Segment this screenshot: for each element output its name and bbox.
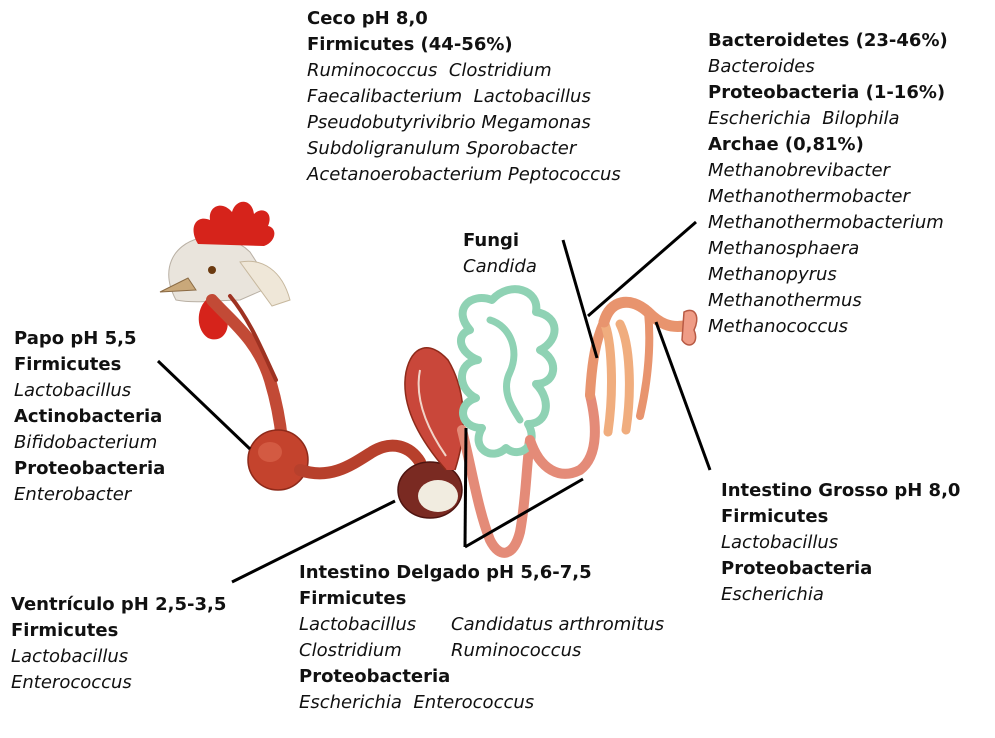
delgado-firmicutes: Firmicutes: [299, 586, 664, 612]
papo-enterobacter: Enterobacter: [14, 482, 165, 508]
grosso-escherichia: Escherichia: [721, 582, 960, 608]
intestino-delgado-label-block: Intestino Delgado pH 5,6-7,5 Firmicutes …: [299, 560, 664, 716]
genus-label: Acetanoerobacterium: [307, 164, 502, 185]
genus-label: Pseudobutyrivibrio: [307, 112, 476, 133]
papo-proteobacteria: Proteobacteria: [14, 456, 165, 482]
papo-title: Papo pH 5,5: [14, 326, 165, 352]
archae-genus: Methanothermobacter: [708, 184, 948, 210]
fungi-genus: Candida: [463, 254, 537, 280]
bacteroidetes-title: Bacteroidetes (23-46%): [708, 28, 948, 54]
papo-firmicutes: Firmicutes: [14, 352, 165, 378]
genus-label: Clostridium: [449, 60, 552, 81]
ventriculo-title: Ventrículo pH 2,5-3,5: [11, 592, 226, 618]
genus-label: Lactobacillus: [474, 86, 591, 107]
ceco-genera-row: Acetanoerobacterium Peptococcus: [307, 162, 621, 188]
ceco-right-label-block: Bacteroidetes (23-46%) Bacteroides Prote…: [708, 28, 948, 340]
leader-grosso: [656, 322, 710, 470]
proteobacteria-genera: Escherichia Bilophila: [708, 106, 948, 132]
papo-actinobacteria: Actinobacteria: [14, 404, 165, 430]
grosso-title: Intestino Grosso pH 8,0: [721, 478, 960, 504]
papo-label-block: Papo pH 5,5 Firmicutes Lactobacillus Act…: [14, 326, 165, 508]
genus-label: Megamonas: [481, 112, 590, 133]
papo-lactobacillus: Lactobacillus: [14, 378, 165, 404]
genus-label: Sporobacter: [466, 138, 576, 159]
ceco-genera-row: Faecalibacterium Lactobacillus: [307, 84, 621, 110]
ventriculo-enterococcus: Enterococcus: [11, 670, 226, 696]
ceco-genera-row: Pseudobutyrivibrio Megamonas: [307, 110, 621, 136]
leader-delgado-a: [465, 428, 466, 547]
ceco-phylum: Firmicutes (44-56%): [307, 32, 621, 58]
genus-label: Enterococcus: [413, 690, 534, 716]
grosso-firmicutes: Firmicutes: [721, 504, 960, 530]
archae-genus: Methanothermus: [708, 288, 948, 314]
genus-label: Subdoligranulum: [307, 138, 460, 159]
archae-title: Archae (0,81%): [708, 132, 948, 158]
papo-bifidobacterium: Bifidobacterium: [14, 430, 165, 456]
ceco-label-block: Ceco pH 8,0 Firmicutes (44-56%) Ruminoco…: [307, 6, 621, 188]
ceca: [590, 322, 604, 395]
archae-genus: Methanosphaera: [708, 236, 948, 262]
bacteroides-genus: Bacteroides: [708, 54, 948, 80]
leader-papo: [158, 361, 250, 449]
grosso-lactobacillus: Lactobacillus: [721, 530, 960, 556]
genus-label: Clostridium: [299, 638, 451, 664]
ventriculo-label-block: Ventrículo pH 2,5-3,5 Firmicutes Lactoba…: [11, 592, 226, 696]
ventriculo-firmicutes: Firmicutes: [11, 618, 226, 644]
ceco-genera-row: Ruminococcus Clostridium: [307, 58, 621, 84]
ceco-title: Ceco pH 8,0: [307, 6, 621, 32]
ventriculo-lactobacillus: Lactobacillus: [11, 644, 226, 670]
cloaca: [682, 310, 697, 345]
grosso-proteobacteria: Proteobacteria: [721, 556, 960, 582]
archae-genus: Methanopyrus: [708, 262, 948, 288]
delgado-genera-row: Escherichia Enterococcus: [299, 690, 664, 716]
fungi-label-block: Fungi Candida: [463, 228, 537, 280]
crop-organ: [248, 430, 308, 490]
delgado-title: Intestino Delgado pH 5,6-7,5: [299, 560, 664, 586]
delgado-proteobacteria: Proteobacteria: [299, 664, 664, 690]
genus-label: Ruminococcus: [307, 60, 437, 81]
fungi-title: Fungi: [463, 228, 537, 254]
ceco-genera-row: Subdoligranulum Sporobacter: [307, 136, 621, 162]
genus-label: Candidatus arthromitus: [451, 612, 664, 638]
genus-label: Ruminococcus: [451, 638, 581, 664]
proteobacteria-title: Proteobacteria (1-16%): [708, 80, 948, 106]
genus-label: Faecalibacterium: [307, 86, 462, 107]
genus-label: Escherichia: [299, 690, 402, 716]
archae-genus: Methanothermobacterium: [708, 210, 948, 236]
genus-label: Lactobacillus: [299, 612, 451, 638]
genus-label: Peptococcus: [508, 164, 621, 185]
intestino-grosso-label-block: Intestino Grosso pH 8,0 Firmicutes Lacto…: [721, 478, 960, 608]
archae-genus: Methanococcus: [708, 314, 948, 340]
leader-fungi: [563, 240, 597, 358]
archae-genus: Methanobrevibacter: [708, 158, 948, 184]
